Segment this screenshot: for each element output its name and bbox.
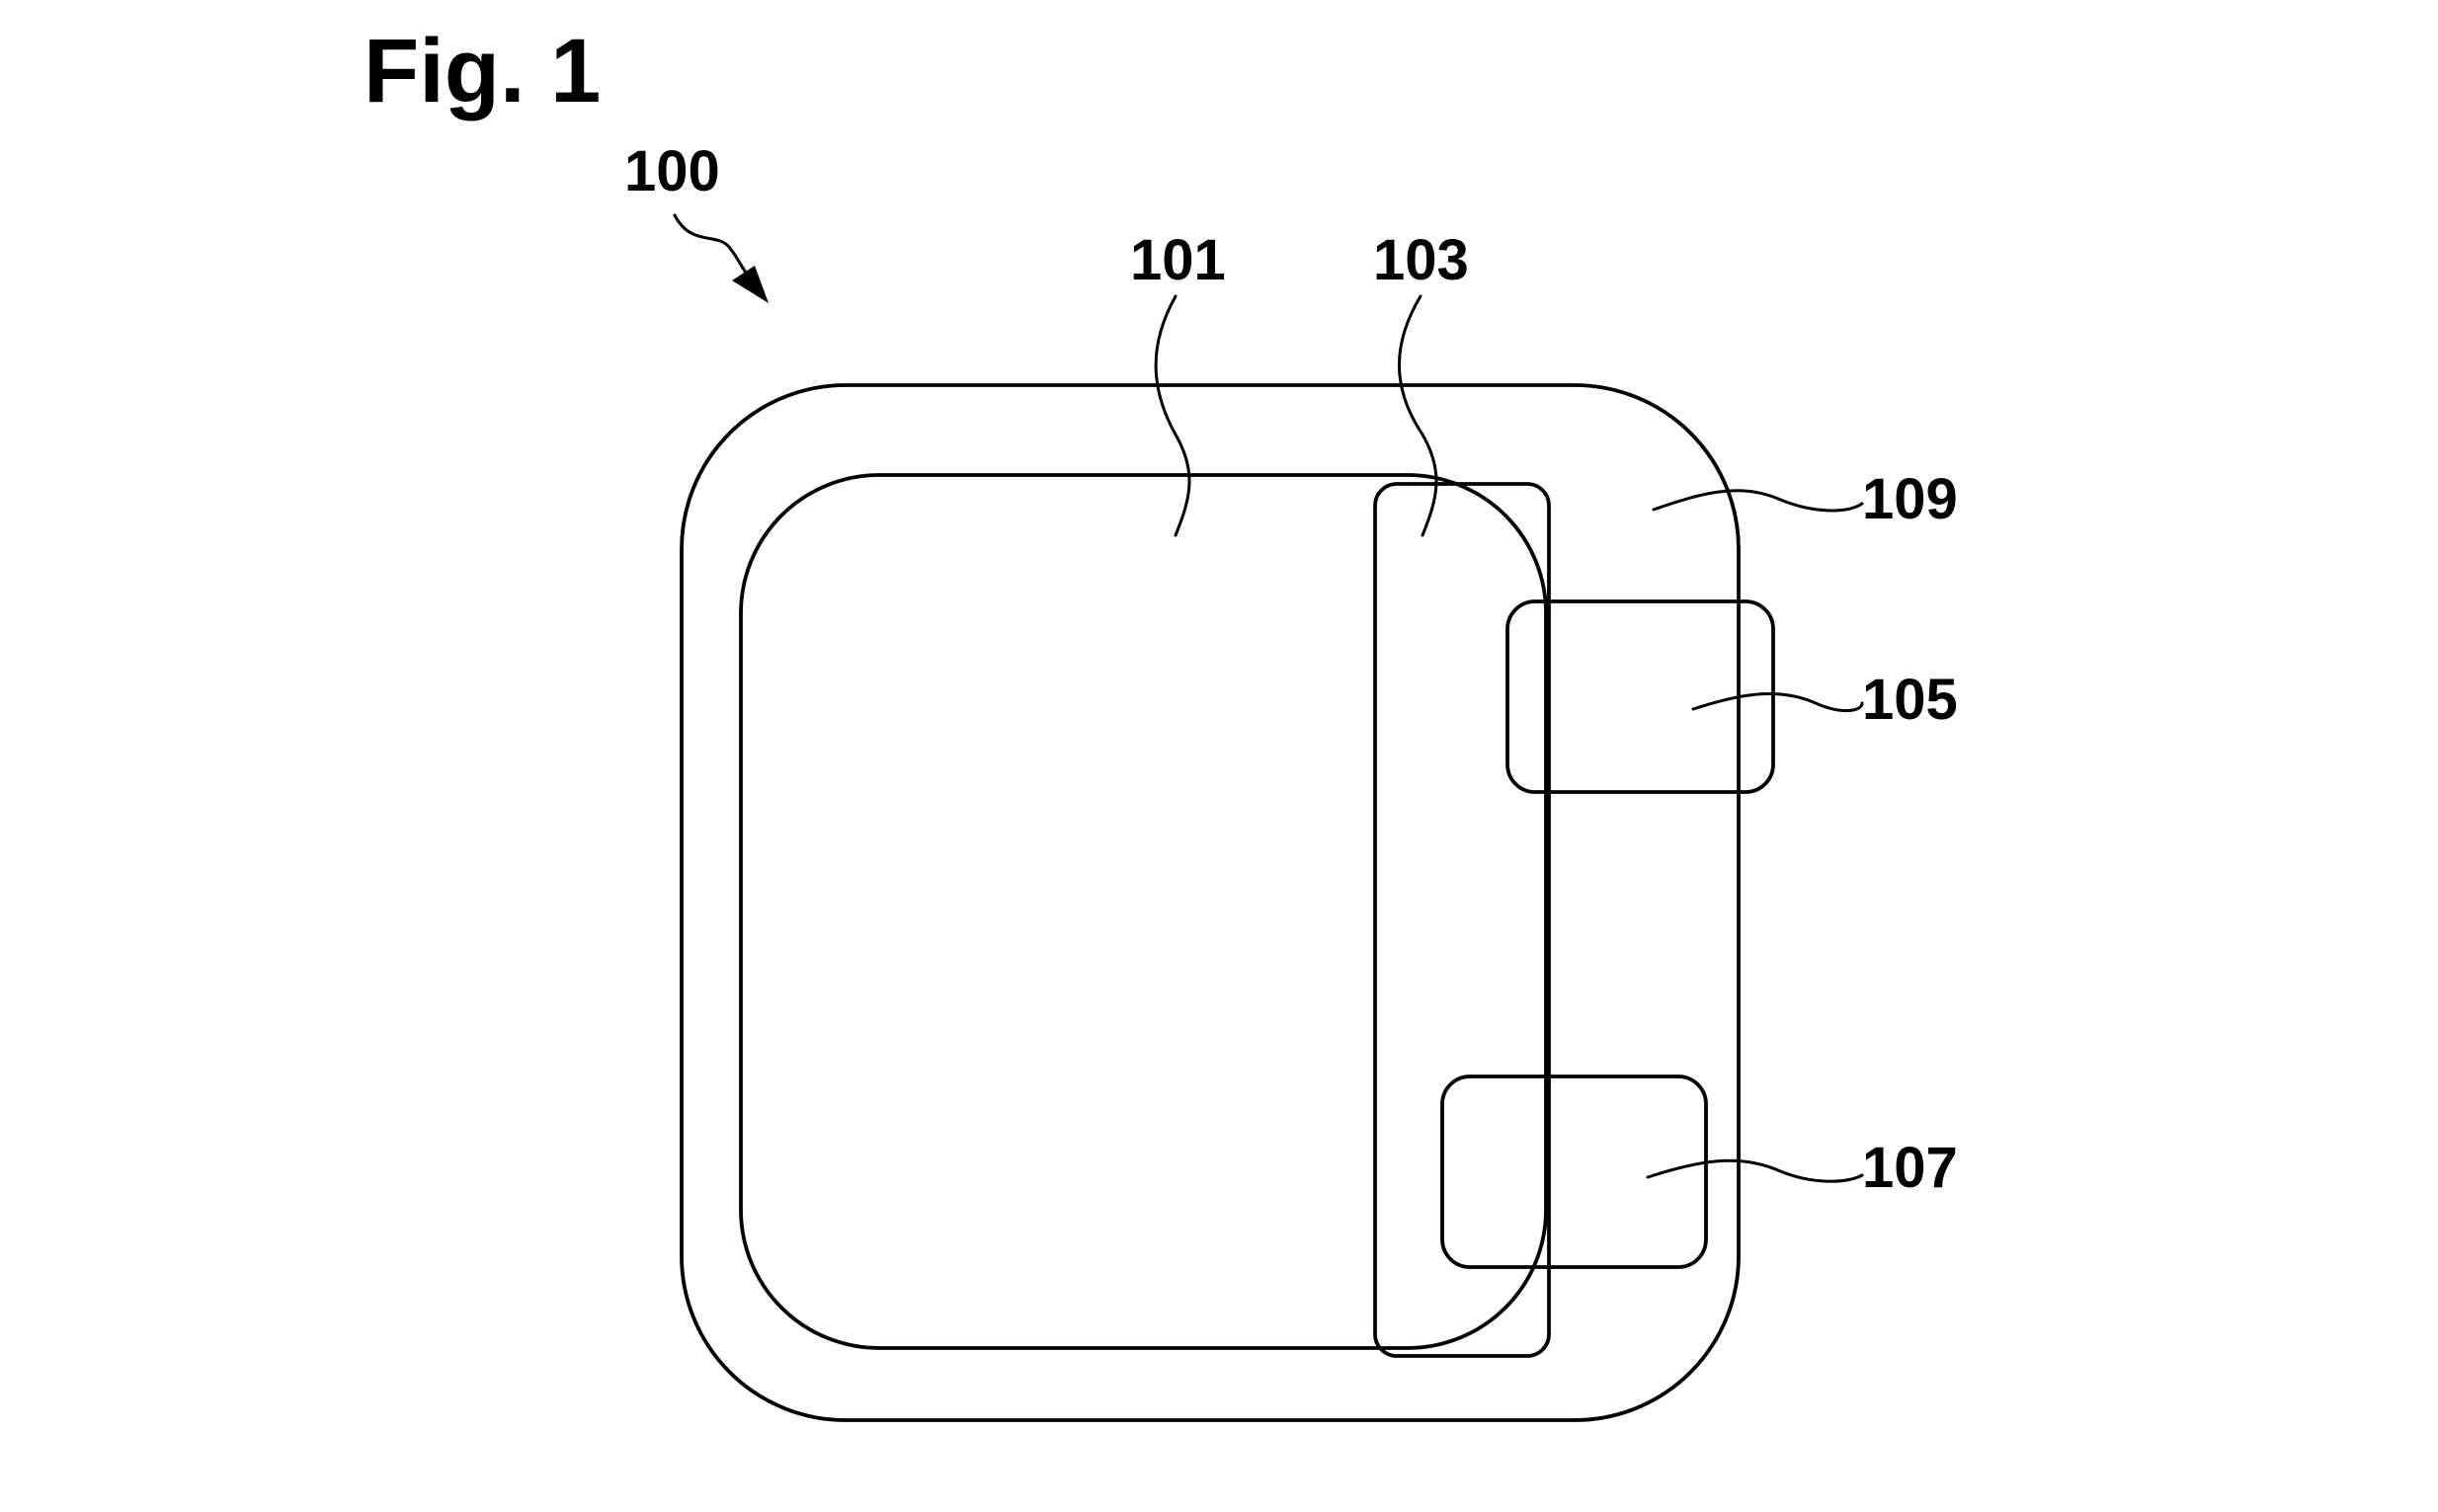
module-lower: [1440, 1074, 1708, 1269]
label-101: 101: [1130, 228, 1226, 292]
label-107: 107: [1862, 1136, 1958, 1200]
leader-107: [1646, 1158, 1864, 1183]
side-strip: [1373, 482, 1551, 1358]
module-upper: [1505, 599, 1775, 794]
outer-housing: [680, 383, 1741, 1422]
label-103: 103: [1373, 228, 1469, 292]
leader-105: [1691, 691, 1864, 712]
arrowhead-100: [732, 266, 769, 303]
label-105: 105: [1862, 668, 1958, 732]
figure-title: Fig. 1: [364, 21, 601, 121]
leader-101: [1154, 294, 1191, 537]
label-100: 100: [624, 139, 720, 203]
leader-103: [1398, 294, 1438, 537]
leader-109: [1652, 489, 1864, 513]
label-109: 109: [1862, 467, 1958, 531]
display-area: [739, 473, 1548, 1350]
